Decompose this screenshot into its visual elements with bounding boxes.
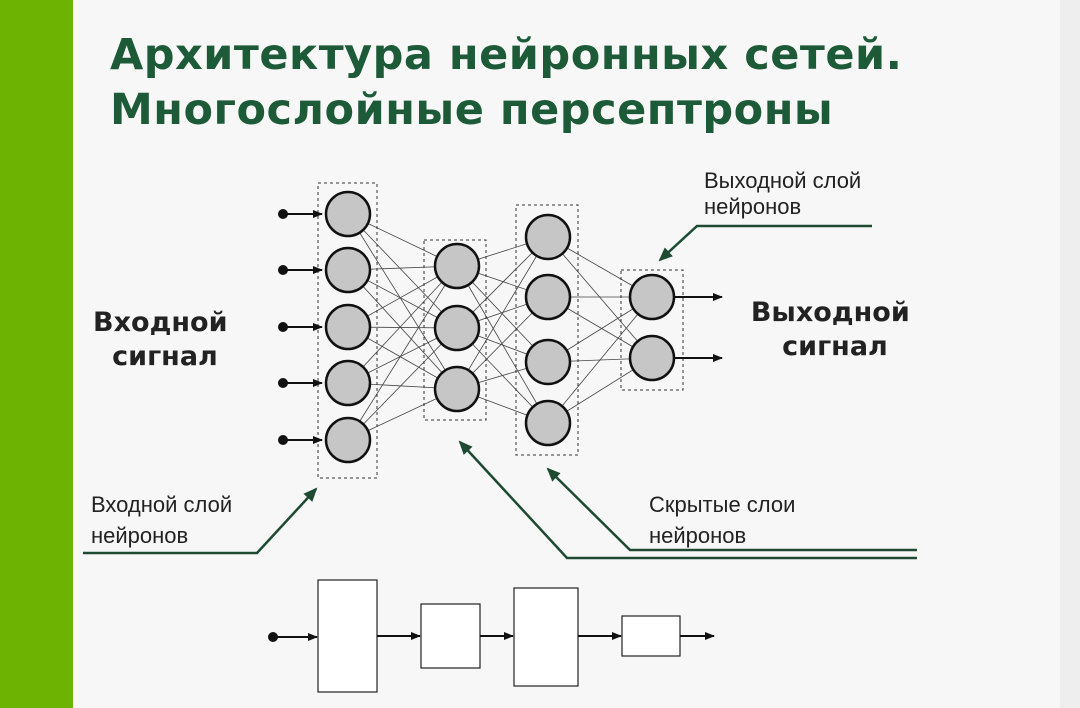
hidden-layers-label-line1: Скрытые слои [649,492,795,517]
connection-line [347,269,458,390]
input-dots [278,209,288,445]
input-layer-label: Входной слой нейронов [91,492,238,548]
input-signal-line1: Входной [93,307,227,338]
output-signal-line1: Выходной [751,297,910,328]
hidden-layer-2-box [515,204,579,456]
neuron-node [324,416,372,464]
output-layer-label: Выходной слой нейронов [704,168,867,219]
hidden-layer-1-box [423,239,487,421]
neuron-node [628,273,676,321]
input-arrows [283,210,323,444]
input-dot [278,435,288,445]
connection-line [456,236,549,390]
block-output-layer [621,615,681,657]
connection-line [347,327,458,441]
neuron-node [324,359,372,407]
hidden-layers-label: Скрытые слои нейронов [649,492,802,548]
input-layer-label-line1: Входной слой [91,492,232,517]
input-layer-callout [83,487,318,555]
connection-line [547,296,653,424]
neuron-node [433,242,481,290]
neuron-node [524,213,572,261]
output-signal-line2: сигнал [782,331,888,362]
output-layer-box [620,269,684,391]
output-layer-label-line1: Выходной слой [704,168,861,193]
slide-title-line2: Многослойные персептроны [110,85,834,135]
neuron-node [524,338,572,386]
output-layer-callout [658,224,872,262]
neuron-node [524,399,572,447]
hidden-layers-label-line2: нейронов [649,523,746,548]
neuron-connections [347,213,653,441]
input-layer-label-line2: нейронов [91,523,188,548]
neuron-node [324,303,372,351]
connection-line [347,265,458,384]
connection-line [347,213,458,329]
output-arrows [675,293,723,362]
slide-title: Архитектура нейронных сетей. Многослойны… [110,28,902,138]
neuron-node [433,365,481,413]
input-dot [278,209,288,219]
hidden-layer-1-callout [458,440,917,560]
connection-line [547,236,653,359]
input-signal-label: Входной сигнал [93,307,237,372]
neuron-node [324,190,372,238]
connection-line [347,213,458,390]
neuron-node [324,246,372,294]
input-signal-line2: сигнал [112,341,218,372]
input-dot [278,322,288,332]
callout-lines [83,224,917,560]
block-input-dot [268,632,278,642]
block-hidden-layer-1 [420,603,481,669]
connection-line [347,265,458,441]
input-dot [278,378,288,388]
neuron-node [524,273,572,321]
right-edge-bar [1060,0,1080,708]
accent-sidebar [0,0,73,708]
block-diagram [268,579,715,693]
connection-line [456,265,549,424]
neuron-node [433,304,481,352]
neurons [324,190,676,464]
neuron-node [628,334,676,382]
block-hidden-layer-2 [513,587,579,687]
output-layer-label-line2: нейронов [704,194,801,219]
hidden-layer-2-callout [546,467,917,552]
input-dot [278,265,288,275]
slide-title-line1: Архитектура нейронных сетей. [110,30,903,80]
output-signal-label: Выходной сигнал [751,297,919,362]
block-input-layer [317,579,378,693]
